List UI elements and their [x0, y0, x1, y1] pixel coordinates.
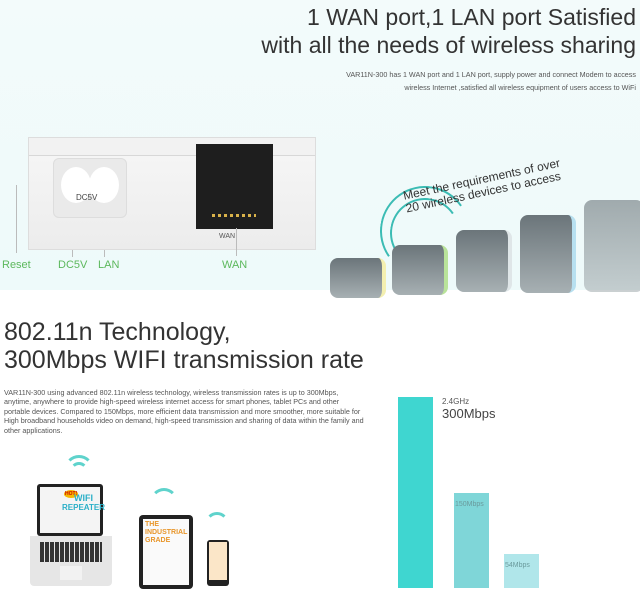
- wifi-icon: [150, 488, 178, 516]
- laptop-keyboard: [30, 536, 112, 586]
- section1-desc-line2: wireless Internet ,satisfied all wireles…: [404, 83, 636, 92]
- laptop-screen: HOT! WIFI REPEATER: [37, 484, 105, 536]
- band-label: 2.4GHz: [442, 397, 470, 406]
- section2-title-line2: 300Mbps WIFI transmission rate: [4, 346, 364, 374]
- tablet-screen-line2: INDUSTRIAL: [145, 529, 188, 536]
- port-label-dc5v: DC5V: [58, 259, 88, 271]
- wifi-icon: [205, 512, 229, 536]
- wifi-icon: [64, 455, 94, 485]
- wan-ethernet-port: [196, 144, 273, 229]
- section2-title-line1: 802.11n Technology,: [4, 318, 231, 346]
- port-pins: [212, 214, 256, 217]
- port-label-reset: Reset: [2, 259, 31, 271]
- leader-line: [16, 185, 17, 253]
- wifi-icon: [70, 462, 88, 480]
- device-tile: [456, 230, 512, 292]
- leader-line: [236, 228, 237, 256]
- dc-port-circle: [61, 167, 91, 203]
- tablet-screen-line1: THE: [145, 521, 159, 528]
- laptop-screen-line1: WIFI: [74, 493, 93, 503]
- hot-badge: HOT!: [64, 490, 79, 498]
- trackpad: [60, 566, 82, 580]
- section1-desc-line1: VAR11N-300 has 1 WAN port and 1 LAN port…: [346, 70, 636, 79]
- device-tile: [392, 245, 448, 295]
- port-label-lan: LAN: [98, 259, 120, 271]
- section1-title-line2: with all the needs of wireless sharing: [261, 32, 636, 58]
- wan-port-label: WAN: [219, 233, 236, 240]
- bar-label: 54Mbps: [505, 561, 530, 569]
- device-tile: [330, 258, 386, 298]
- section2-paragraph: VAR11N-300 using advanced 802.11n wirele…: [4, 388, 364, 435]
- leader-line: [104, 250, 105, 257]
- dc-label: DC5V: [76, 193, 98, 202]
- tablet: THE INDUSTRIAL GRADE: [139, 515, 193, 589]
- bar-300Mbps: [398, 397, 433, 588]
- dc-port-circle: [89, 167, 119, 203]
- keys: [40, 542, 102, 562]
- section1-title-line1: 1 WAN port,1 LAN port Satisfied: [307, 4, 636, 30]
- dc-port-pad: DC5V: [53, 158, 127, 218]
- laptop-screen-line2: REPEATER: [62, 503, 105, 512]
- router-device: DC5V WAN: [28, 137, 316, 250]
- leader-line: [72, 250, 73, 257]
- tablet-screen-line3: GRADE: [145, 537, 171, 544]
- phone: [207, 540, 229, 586]
- bar-label: 300Mbps: [442, 406, 496, 421]
- port-label-wan: WAN: [222, 259, 248, 271]
- device-tile: [584, 200, 640, 292]
- bar-150Mbps: [454, 492, 489, 588]
- device-tile: [520, 215, 576, 293]
- bar-label: 150Mbps: [455, 500, 484, 508]
- bar-54Mbps: [504, 553, 539, 588]
